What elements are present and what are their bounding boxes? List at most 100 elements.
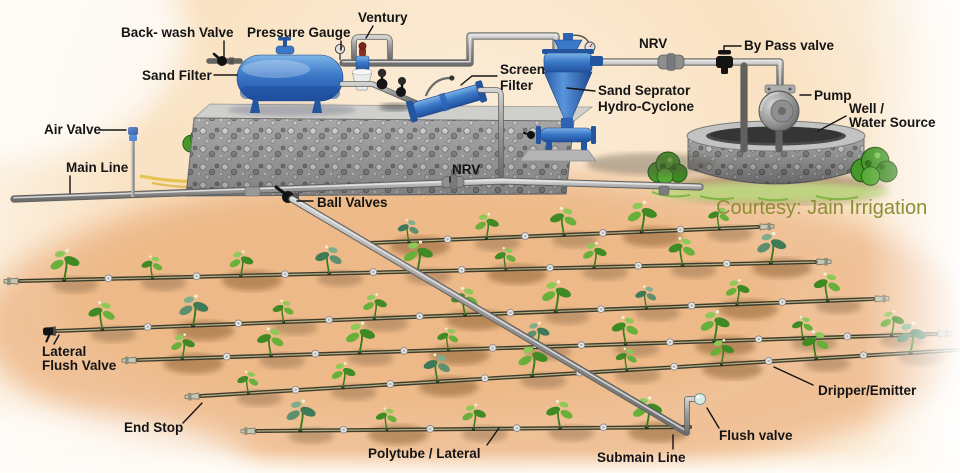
end-stop bbox=[121, 356, 137, 365]
plant bbox=[550, 206, 577, 237]
sand-separator-label: Sand Seprator bbox=[598, 83, 691, 98]
lateral-flush-valve-label: Lateral bbox=[42, 344, 86, 359]
plant bbox=[462, 403, 486, 431]
cyclone-shadow bbox=[586, 153, 714, 175]
filter-platform bbox=[185, 103, 594, 197]
hydro-cyclone bbox=[519, 33, 714, 175]
dripper-emitter bbox=[764, 357, 773, 365]
dripper-emitter bbox=[369, 268, 378, 276]
polytube-lateral-label: Polytube / Lateral bbox=[368, 446, 481, 461]
plant bbox=[475, 212, 499, 240]
pump-unit bbox=[758, 84, 800, 132]
plant bbox=[725, 278, 750, 306]
grass-patch bbox=[652, 182, 888, 202]
dripper-emitter bbox=[311, 349, 320, 358]
dripper-emitter bbox=[521, 232, 530, 240]
nrv-field-label: NRV bbox=[452, 162, 480, 177]
plant bbox=[791, 315, 813, 340]
dripper-emitter bbox=[778, 298, 787, 306]
svg-text:Filter: Filter bbox=[500, 78, 534, 93]
svg-text:Water Source: Water Source bbox=[849, 115, 936, 130]
back-wash-valve bbox=[212, 52, 234, 66]
plant bbox=[375, 407, 397, 432]
dripper-emitter bbox=[192, 272, 201, 281]
plant bbox=[802, 330, 829, 361]
tank-shadow bbox=[228, 104, 356, 116]
plant bbox=[363, 293, 387, 321]
station-valves bbox=[339, 68, 419, 111]
plant bbox=[397, 218, 419, 243]
dripper-emitter bbox=[670, 362, 678, 371]
dripper-emitter bbox=[577, 341, 586, 349]
pressure-gauge-label: Pressure Gauge bbox=[247, 25, 351, 40]
dripper-emitter bbox=[457, 266, 466, 274]
ball-valves-label: Ball Valves bbox=[317, 195, 388, 210]
bypass-valve-label: By Pass valve bbox=[744, 38, 835, 53]
plant bbox=[546, 399, 573, 430]
plant bbox=[346, 321, 375, 355]
plant bbox=[50, 248, 80, 282]
end-stop-label: End Stop bbox=[124, 420, 183, 435]
plant bbox=[494, 246, 516, 271]
main-line-coupling bbox=[658, 185, 670, 196]
sand-filter-station bbox=[206, 34, 488, 123]
plant bbox=[237, 370, 259, 395]
dripper-emitter bbox=[506, 308, 515, 317]
svg-text:Flush Valve: Flush Valve bbox=[42, 358, 117, 373]
dripper-emitter bbox=[843, 332, 852, 341]
dripper-emitter bbox=[386, 380, 395, 388]
dripper-emitter bbox=[754, 335, 763, 344]
dripper-emitter bbox=[339, 425, 348, 434]
plant bbox=[229, 250, 254, 278]
end-stop bbox=[184, 392, 200, 401]
ventury-label: Ventury bbox=[358, 10, 408, 25]
plant bbox=[88, 300, 115, 331]
plant bbox=[423, 353, 450, 384]
end-stop bbox=[759, 222, 775, 231]
sand-filter-tank bbox=[236, 37, 344, 113]
plant bbox=[611, 315, 639, 346]
plant bbox=[710, 339, 734, 366]
ball-valves bbox=[244, 185, 299, 203]
dripper-emitter bbox=[104, 274, 113, 283]
dripper-emitter bbox=[143, 323, 152, 331]
plant bbox=[615, 347, 637, 372]
dripper-emitter bbox=[488, 344, 497, 352]
flush-valve-label: Flush valve bbox=[719, 428, 793, 443]
dripper-emitter bbox=[597, 305, 605, 314]
dripper-emitter bbox=[325, 315, 333, 324]
plant bbox=[583, 241, 607, 269]
dripper-emitter bbox=[222, 352, 231, 361]
plant bbox=[708, 206, 730, 230]
dripper-emitter bbox=[512, 424, 521, 432]
dripper-emitter bbox=[234, 319, 243, 328]
well-label: Well / bbox=[849, 101, 884, 116]
dripper-emitter bbox=[599, 423, 608, 432]
grass-strokes bbox=[651, 191, 859, 202]
dripper-emitter bbox=[426, 425, 435, 433]
screen-filter-label: Screen bbox=[500, 62, 545, 77]
plant bbox=[757, 231, 787, 265]
end-stop bbox=[3, 277, 19, 286]
plant bbox=[437, 327, 459, 352]
dripper-emitter bbox=[687, 301, 696, 310]
plant bbox=[813, 272, 841, 303]
dripper-emitter bbox=[676, 225, 685, 234]
ventury-assembly bbox=[351, 34, 393, 91]
dripper-emitter-label: Dripper/Emitter bbox=[818, 383, 917, 398]
plant bbox=[627, 200, 657, 234]
back-wash-valve-label: Back- wash Valve bbox=[121, 25, 234, 40]
air-valve-label: Air Valve bbox=[44, 122, 102, 137]
plant bbox=[286, 399, 316, 433]
plant bbox=[257, 327, 284, 358]
pump-label: Pump bbox=[814, 88, 852, 103]
dripper-emitter bbox=[634, 261, 643, 270]
dripper-emitter bbox=[415, 312, 424, 321]
plant bbox=[635, 285, 657, 310]
sand-filter-label: Sand Filter bbox=[142, 68, 213, 83]
plant bbox=[668, 236, 695, 267]
labels: Back- wash Valve Pressure Gauge Ventury … bbox=[42, 10, 936, 465]
plant bbox=[331, 362, 356, 389]
main-line-piping bbox=[10, 87, 704, 203]
